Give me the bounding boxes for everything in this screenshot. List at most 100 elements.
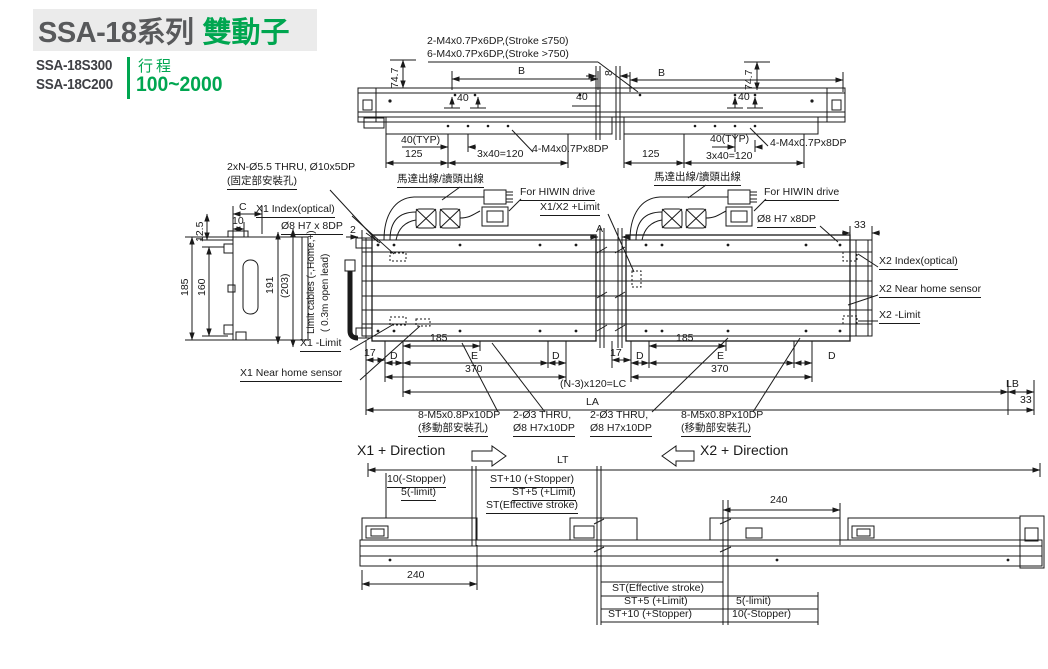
effective-stroke-top: ST(Effective stroke) xyxy=(486,499,578,514)
minus-limit-top: 5(-limit) xyxy=(401,486,436,501)
dim-17-right: 17 xyxy=(610,347,622,359)
dowel-note-left-line1: 2-Ø3 THRU, xyxy=(513,409,572,421)
cross-section-view xyxy=(185,206,309,348)
dim-185-left: 185 xyxy=(430,332,448,344)
x2-minus-limit-label: X2 -Limit xyxy=(879,309,921,324)
limit-cable-note-line2: ( 0.3m open lead) xyxy=(320,253,331,332)
tap-note-side-left: 4-M4x0.7Px8DP xyxy=(532,143,609,155)
tap-note-short: 2-M4x0.7Px6DP,(Stroke ≤750) xyxy=(427,35,569,47)
model-number-bottom: SSA-18C200 xyxy=(36,76,113,93)
dim-125-right: 125 xyxy=(642,148,660,160)
dim-a: A xyxy=(596,223,604,235)
dim-e-left: E xyxy=(471,350,479,362)
tap-note-side-right: 4-M4x0.7Px8DP xyxy=(770,137,847,149)
x2-near-home-label: X2 Near home sensor xyxy=(879,283,982,298)
x2-direction-label: X2 + Direction xyxy=(700,442,789,458)
plan-view xyxy=(329,184,1035,415)
dim-40-mid: 40 xyxy=(576,91,588,103)
motor-cable-note-left: 馬達出線/讀頭出線 xyxy=(397,173,484,188)
mount-hole-note-cn-right: (移動部安裝孔) xyxy=(681,422,751,437)
dim-40typ-right: 40(TYP) xyxy=(710,133,750,145)
x1-direction-arrow-icon xyxy=(471,445,507,467)
dim-lt: LT xyxy=(557,454,569,466)
dim-370-right: 370 xyxy=(711,363,729,375)
dim-la: LA xyxy=(586,396,599,408)
mount-hole-note-right: 8-M5x0.8Px10DP xyxy=(681,409,764,421)
dim-240-right: 240 xyxy=(770,494,788,506)
series-title: SSA-18系列 xyxy=(38,17,194,49)
dowel-note-right-line2: Ø8 H7x10DP xyxy=(590,422,652,437)
stroke-diagram-view xyxy=(359,445,1045,625)
dim-3x40-right: 3x40=120 xyxy=(706,150,753,162)
series-title-bar: SSA-18系列 雙動子 xyxy=(33,9,317,51)
x1-minus-limit-label: X1 -Limit xyxy=(300,337,342,352)
dim-d-left1: D xyxy=(390,350,398,362)
dim-40typ-left: 40(TYP) xyxy=(401,134,441,146)
pin-hole-left-label: Ø8 H7 x 8DP xyxy=(281,220,343,235)
stroke-diagram-holes xyxy=(388,558,1010,562)
dim-8: 8 xyxy=(603,70,615,76)
dim-lc: (N-3)x120=LC xyxy=(560,378,627,390)
dowel-note-left-line2: Ø8 H7x10DP xyxy=(513,422,575,437)
dim-12-5: 12.5 xyxy=(194,221,206,242)
side-elevation-view xyxy=(357,59,846,168)
dim-2: 2 xyxy=(350,224,356,236)
dowel-note-right-line1: 2-Ø3 THRU, xyxy=(590,409,649,421)
pin-hole-right-label: Ø8 H7 x8DP xyxy=(757,213,816,228)
dim-240-left: 240 xyxy=(407,569,425,581)
x1-near-home-label: X1 Near home sensor xyxy=(240,367,343,382)
plan-view-holes xyxy=(376,243,842,333)
mount-hole-note-left: 8-M5x0.8Px10DP xyxy=(418,409,501,421)
dim-160: 160 xyxy=(196,278,208,296)
x2-direction-arrow-icon xyxy=(661,445,695,467)
x1-index-label: X1 Index(optical) xyxy=(256,203,335,218)
dim-40-left: 40 xyxy=(457,92,469,104)
dim-lb: LB xyxy=(1006,378,1019,390)
dim-203: (203) xyxy=(279,273,291,298)
stroke-range: 100~2000 xyxy=(136,73,223,96)
tap-note-long: 6-M4x0.7Px6DP,(Stroke >750) xyxy=(427,48,569,60)
motor-cable-note-right: 馬達出線/讀頭出線 xyxy=(654,171,741,186)
drive-note-left: For HIWIN drive xyxy=(520,186,596,201)
header-divider xyxy=(127,57,130,99)
fixing-hole-note-cn: (固定部安裝孔) xyxy=(227,175,297,190)
limit-cable-note-line1: Limit cables (-,Home,+) xyxy=(306,230,317,334)
x2-index-label: X2 Index(optical) xyxy=(879,255,958,270)
dim-height-right: 74.7 xyxy=(743,69,755,90)
dim-c: C xyxy=(239,201,247,213)
dim-e-right: E xyxy=(717,350,725,362)
dim-3x40-left: 3x40=120 xyxy=(477,148,524,160)
x1-direction-label: X1 + Direction xyxy=(357,442,446,458)
dim-370-left: 370 xyxy=(465,363,483,375)
plus-stopper-bottom: ST+10 (+Stopper) xyxy=(608,608,693,620)
minus-stopper-top: 10(-Stopper) xyxy=(387,473,446,488)
dim-125-left: 125 xyxy=(405,148,423,160)
fixing-hole-note: 2xN-Ø5.5 THRU, Ø10x5DP xyxy=(227,161,356,173)
dim-d-left2: D xyxy=(552,350,560,362)
dim-b-right: B xyxy=(658,67,666,79)
dim-17-left: 17 xyxy=(364,347,376,359)
model-number-top: SSA-18S300 xyxy=(36,57,113,74)
plus-limit-bottom: ST+5 (+Limit) xyxy=(624,595,688,607)
dim-185-right: 185 xyxy=(676,332,694,344)
dim-185-section: 185 xyxy=(179,278,191,296)
dim-b-left: B xyxy=(518,65,526,77)
dim-33-top: 33 xyxy=(854,219,866,231)
minus-stopper-bottom: 10(-Stopper) xyxy=(732,608,791,620)
stroke-label: 行程 xyxy=(138,58,175,75)
dim-d-right2: D xyxy=(828,350,836,362)
mount-hole-note-cn-left: (移動部安裝孔) xyxy=(418,422,488,437)
plus-limit-label: X1/X2 +Limit xyxy=(540,201,600,216)
minus-limit-bottom: 5(-limit) xyxy=(736,595,771,607)
effective-stroke-bottom: ST(Effective stroke) xyxy=(612,582,704,594)
dim-d-right1: D xyxy=(636,350,644,362)
dim-10: 10 xyxy=(232,215,244,227)
series-variant: 雙動子 xyxy=(202,17,290,49)
plus-stopper-top: ST+10 (+Stopper) xyxy=(490,473,575,488)
dim-40-right: 40 xyxy=(738,91,750,103)
drive-note-right: For HIWIN drive xyxy=(764,186,840,201)
side-elevation-holes xyxy=(388,93,814,128)
plus-limit-top: ST+5 (+Limit) xyxy=(512,486,576,501)
